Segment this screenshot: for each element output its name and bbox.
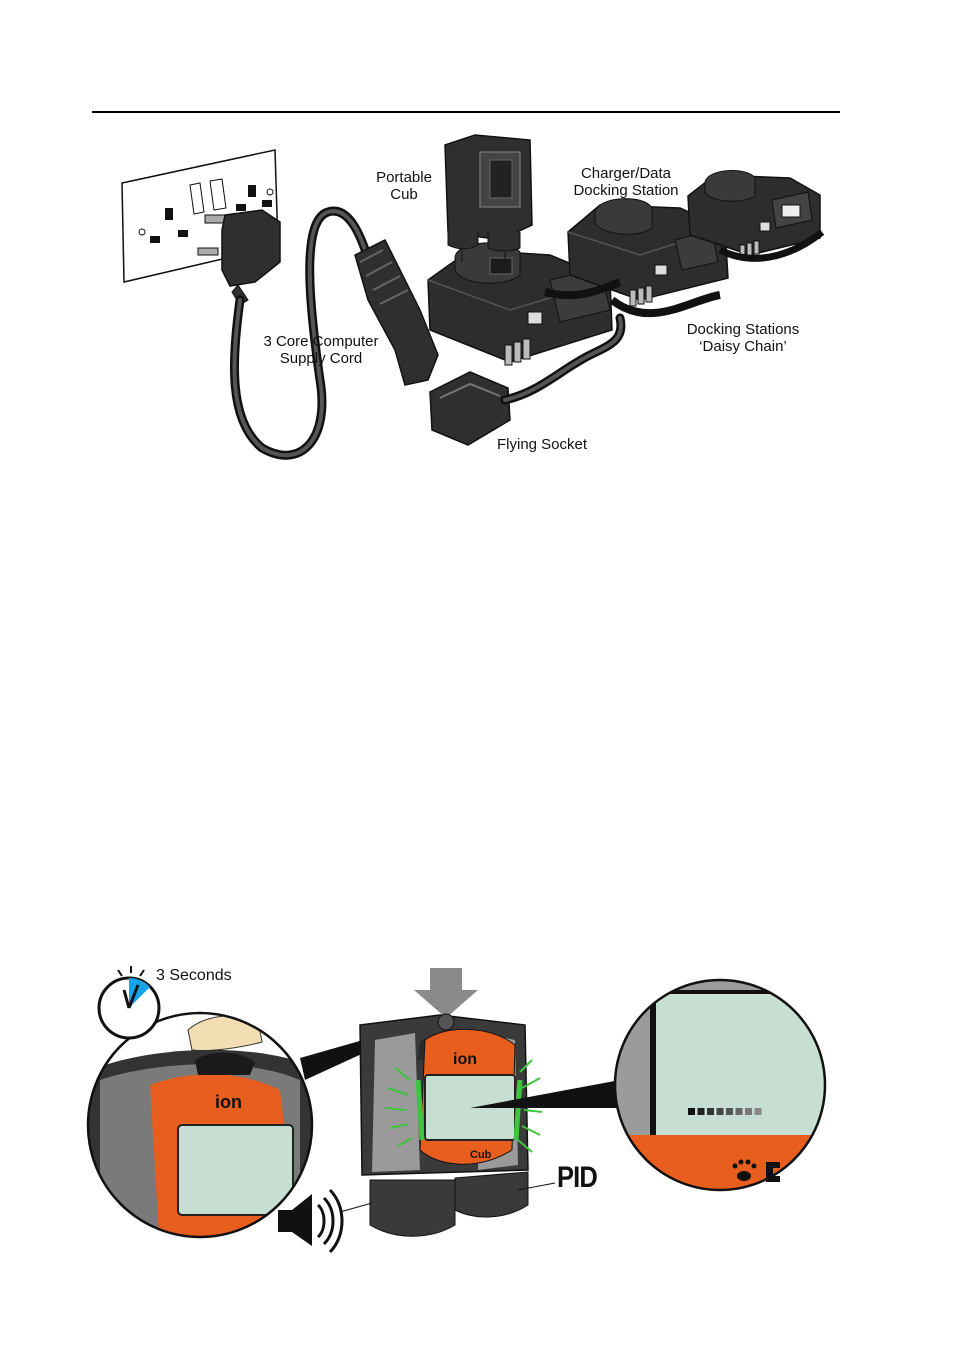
docking-setup-illustration bbox=[121, 134, 825, 460]
label-flying-socket: Flying Socket bbox=[497, 436, 588, 453]
progress-bar bbox=[688, 1108, 762, 1115]
timer-label: 3 Seconds bbox=[156, 967, 232, 984]
cub-device-icon bbox=[359, 1013, 529, 1237]
logo-center-icon: ion bbox=[453, 1051, 477, 1068]
label-supply-cord: 3 Core Computer Supply Cord bbox=[263, 333, 379, 367]
iec-connector-icon bbox=[354, 238, 439, 386]
zoom-pointer-right bbox=[470, 1080, 622, 1108]
brand-center-text: Cub bbox=[470, 1149, 492, 1161]
logo-left-text: ion bbox=[215, 1092, 242, 1112]
zoom-pointer-left bbox=[300, 1018, 440, 1080]
label-portable-cub: Portable Cub bbox=[376, 169, 432, 203]
top-rule bbox=[92, 111, 840, 113]
pid-label: PID bbox=[557, 1161, 598, 1194]
docking-station-3 bbox=[687, 170, 825, 262]
progress-segment bbox=[697, 1108, 705, 1115]
paw-icon bbox=[732, 1159, 757, 1181]
docking-station-2 bbox=[567, 198, 729, 318]
progress-segment bbox=[735, 1108, 743, 1115]
label-daisy-chain: Docking Stations ‘Daisy Chain’ bbox=[686, 321, 800, 355]
progress-segment bbox=[745, 1108, 752, 1115]
progress-segment bbox=[716, 1108, 724, 1115]
logo-center-text: ion bbox=[453, 1051, 477, 1068]
progress-segment bbox=[707, 1108, 714, 1115]
progress-segment bbox=[688, 1108, 695, 1115]
brand-partial-icon bbox=[766, 1162, 780, 1182]
press-arrow-icon bbox=[414, 968, 478, 1018]
portable-cub-icon bbox=[444, 134, 533, 262]
magnified-display-view bbox=[613, 978, 827, 1192]
progress-segment bbox=[754, 1108, 762, 1115]
pid-leader-line bbox=[517, 1182, 556, 1191]
logo-left-icon: ion bbox=[215, 1092, 242, 1112]
led-flash-icon bbox=[384, 1059, 543, 1153]
flying-socket-icon bbox=[429, 313, 626, 446]
label-charger-dock: Charger/Data Docking Station bbox=[573, 165, 679, 199]
mains-plug-icon bbox=[197, 209, 281, 306]
brand-center-icon: Cub bbox=[470, 1149, 492, 1161]
timer-icon bbox=[97, 966, 161, 1040]
progress-segment bbox=[726, 1108, 733, 1115]
speaker-icon bbox=[278, 1188, 373, 1254]
magnified-button-view bbox=[86, 1011, 314, 1239]
